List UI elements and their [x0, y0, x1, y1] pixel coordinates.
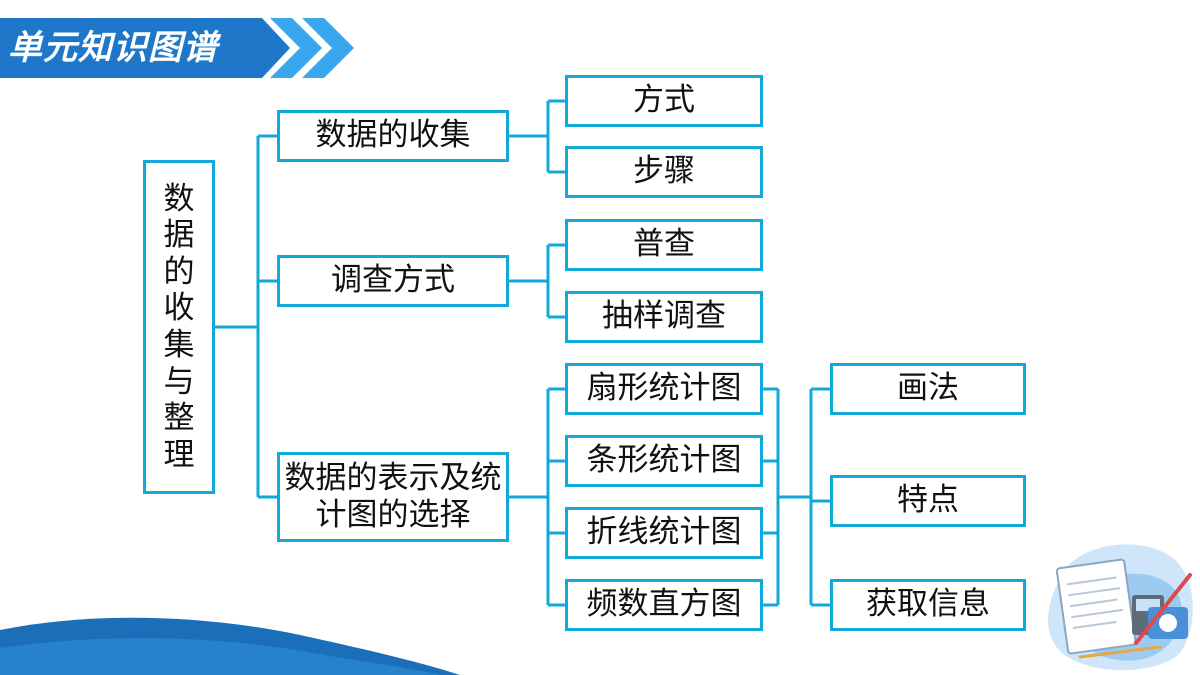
node-method: 方式 [565, 75, 763, 127]
node-features: 特点 [830, 475, 1026, 527]
root-node: 数据的收集与整理 [143, 160, 215, 494]
node-steps: 步骤 [565, 146, 763, 198]
node-sample-survey: 抽样调查 [565, 291, 763, 343]
node-histogram: 频数直方图 [565, 579, 763, 631]
page-title: 单元知识图谱 [8, 28, 218, 68]
node-data-representation: 数据的表示及统计图的选择 [277, 452, 509, 542]
node-drawing-method: 画法 [830, 363, 1026, 415]
node-bar-chart: 条形统计图 [565, 435, 763, 487]
header-banner [0, 18, 354, 78]
node-data-collection: 数据的收集 [277, 110, 509, 162]
wave-decoration [0, 617, 460, 675]
math-study-illustration [1048, 544, 1193, 671]
node-pie-chart: 扇形统计图 [565, 363, 763, 415]
node-line-chart: 折线统计图 [565, 507, 763, 559]
node-census: 普查 [565, 219, 763, 271]
node-survey-methods: 调查方式 [277, 255, 509, 307]
node-get-information: 获取信息 [830, 579, 1026, 631]
